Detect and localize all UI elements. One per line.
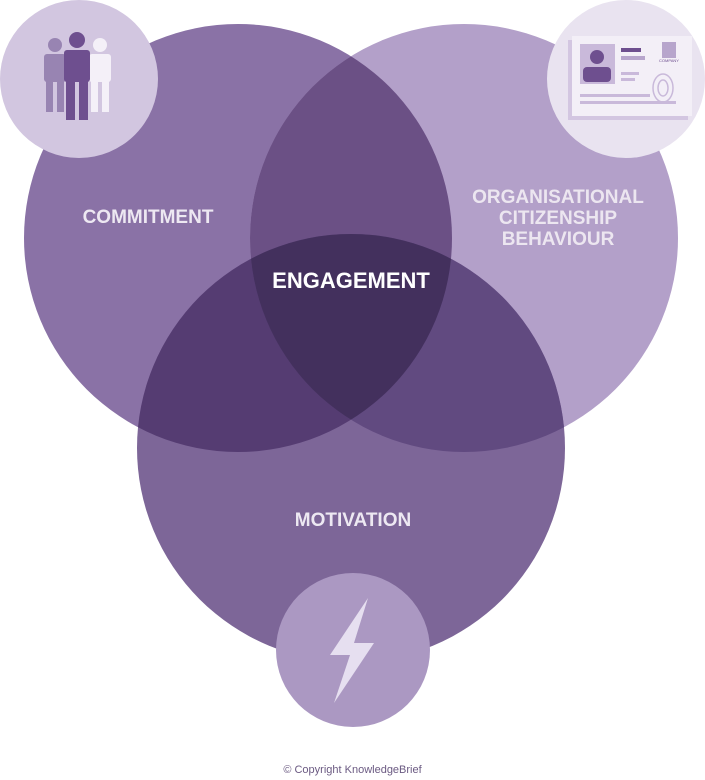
ocb-icon-badge: COMPANY: [547, 0, 705, 158]
people-icon: [44, 32, 111, 120]
lightning-icon: [330, 598, 374, 703]
ocb-label-line-1: ORGANISATIONAL: [472, 187, 644, 208]
commitment-icon-badge: [0, 0, 158, 158]
id-card-icon: COMPANY: [568, 36, 692, 120]
ocb-label-line-2: CITIZENSHIP: [499, 208, 618, 229]
copyright-text: © Copyright KnowledgeBrief: [283, 764, 422, 776]
engagement-label: ENGAGEMENT: [272, 268, 430, 293]
commitment-label: COMMITMENT: [83, 207, 214, 228]
motivation-label: MOTIVATION: [295, 510, 411, 531]
ocb-label-line-3: BEHAVIOUR: [502, 229, 615, 250]
motivation-icon-badge: [276, 573, 430, 727]
id-card-company-text: COMPANY: [659, 58, 679, 63]
